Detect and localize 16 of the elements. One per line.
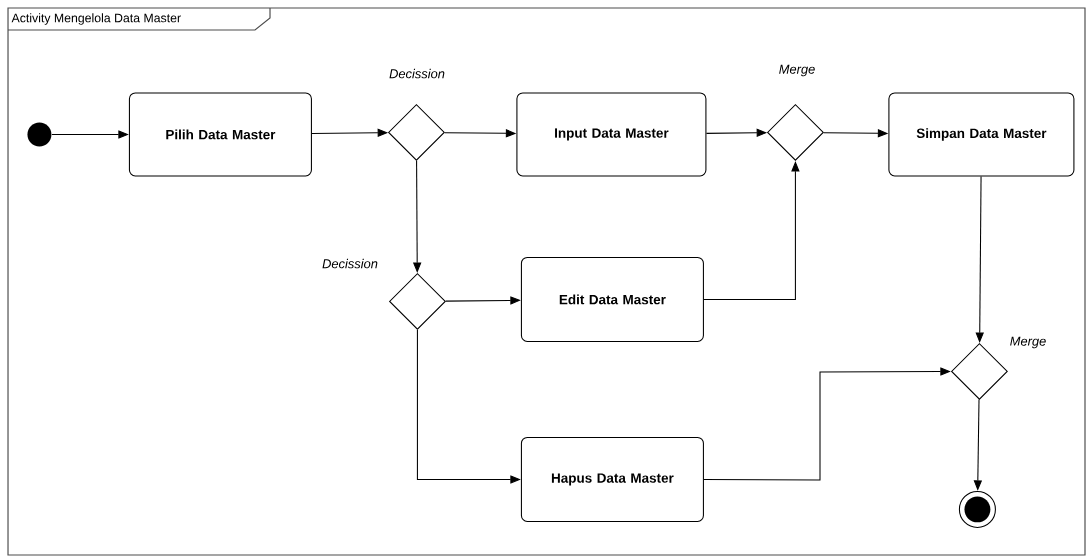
decision-diamond bbox=[388, 272, 446, 330]
node-caption: Merge bbox=[779, 64, 815, 77]
action-box: Simpan Data Master bbox=[888, 92, 1075, 177]
node-caption: Decission bbox=[322, 258, 378, 269]
decision-diamond bbox=[387, 103, 445, 161]
decision-diamond bbox=[950, 342, 1008, 400]
arrow bbox=[703, 161, 800, 300]
action-box: Input Data Master bbox=[516, 92, 707, 177]
final-node bbox=[958, 490, 996, 528]
decision-diamond bbox=[766, 103, 824, 161]
action-box: Edit Data Master bbox=[520, 256, 704, 342]
node-caption: Merge bbox=[1010, 336, 1046, 349]
action-box: Hapus Data Master bbox=[520, 436, 704, 522]
initial-node bbox=[27, 122, 52, 147]
node-caption: Decission bbox=[389, 68, 445, 79]
action-box: Pilih Data Master bbox=[128, 92, 312, 177]
